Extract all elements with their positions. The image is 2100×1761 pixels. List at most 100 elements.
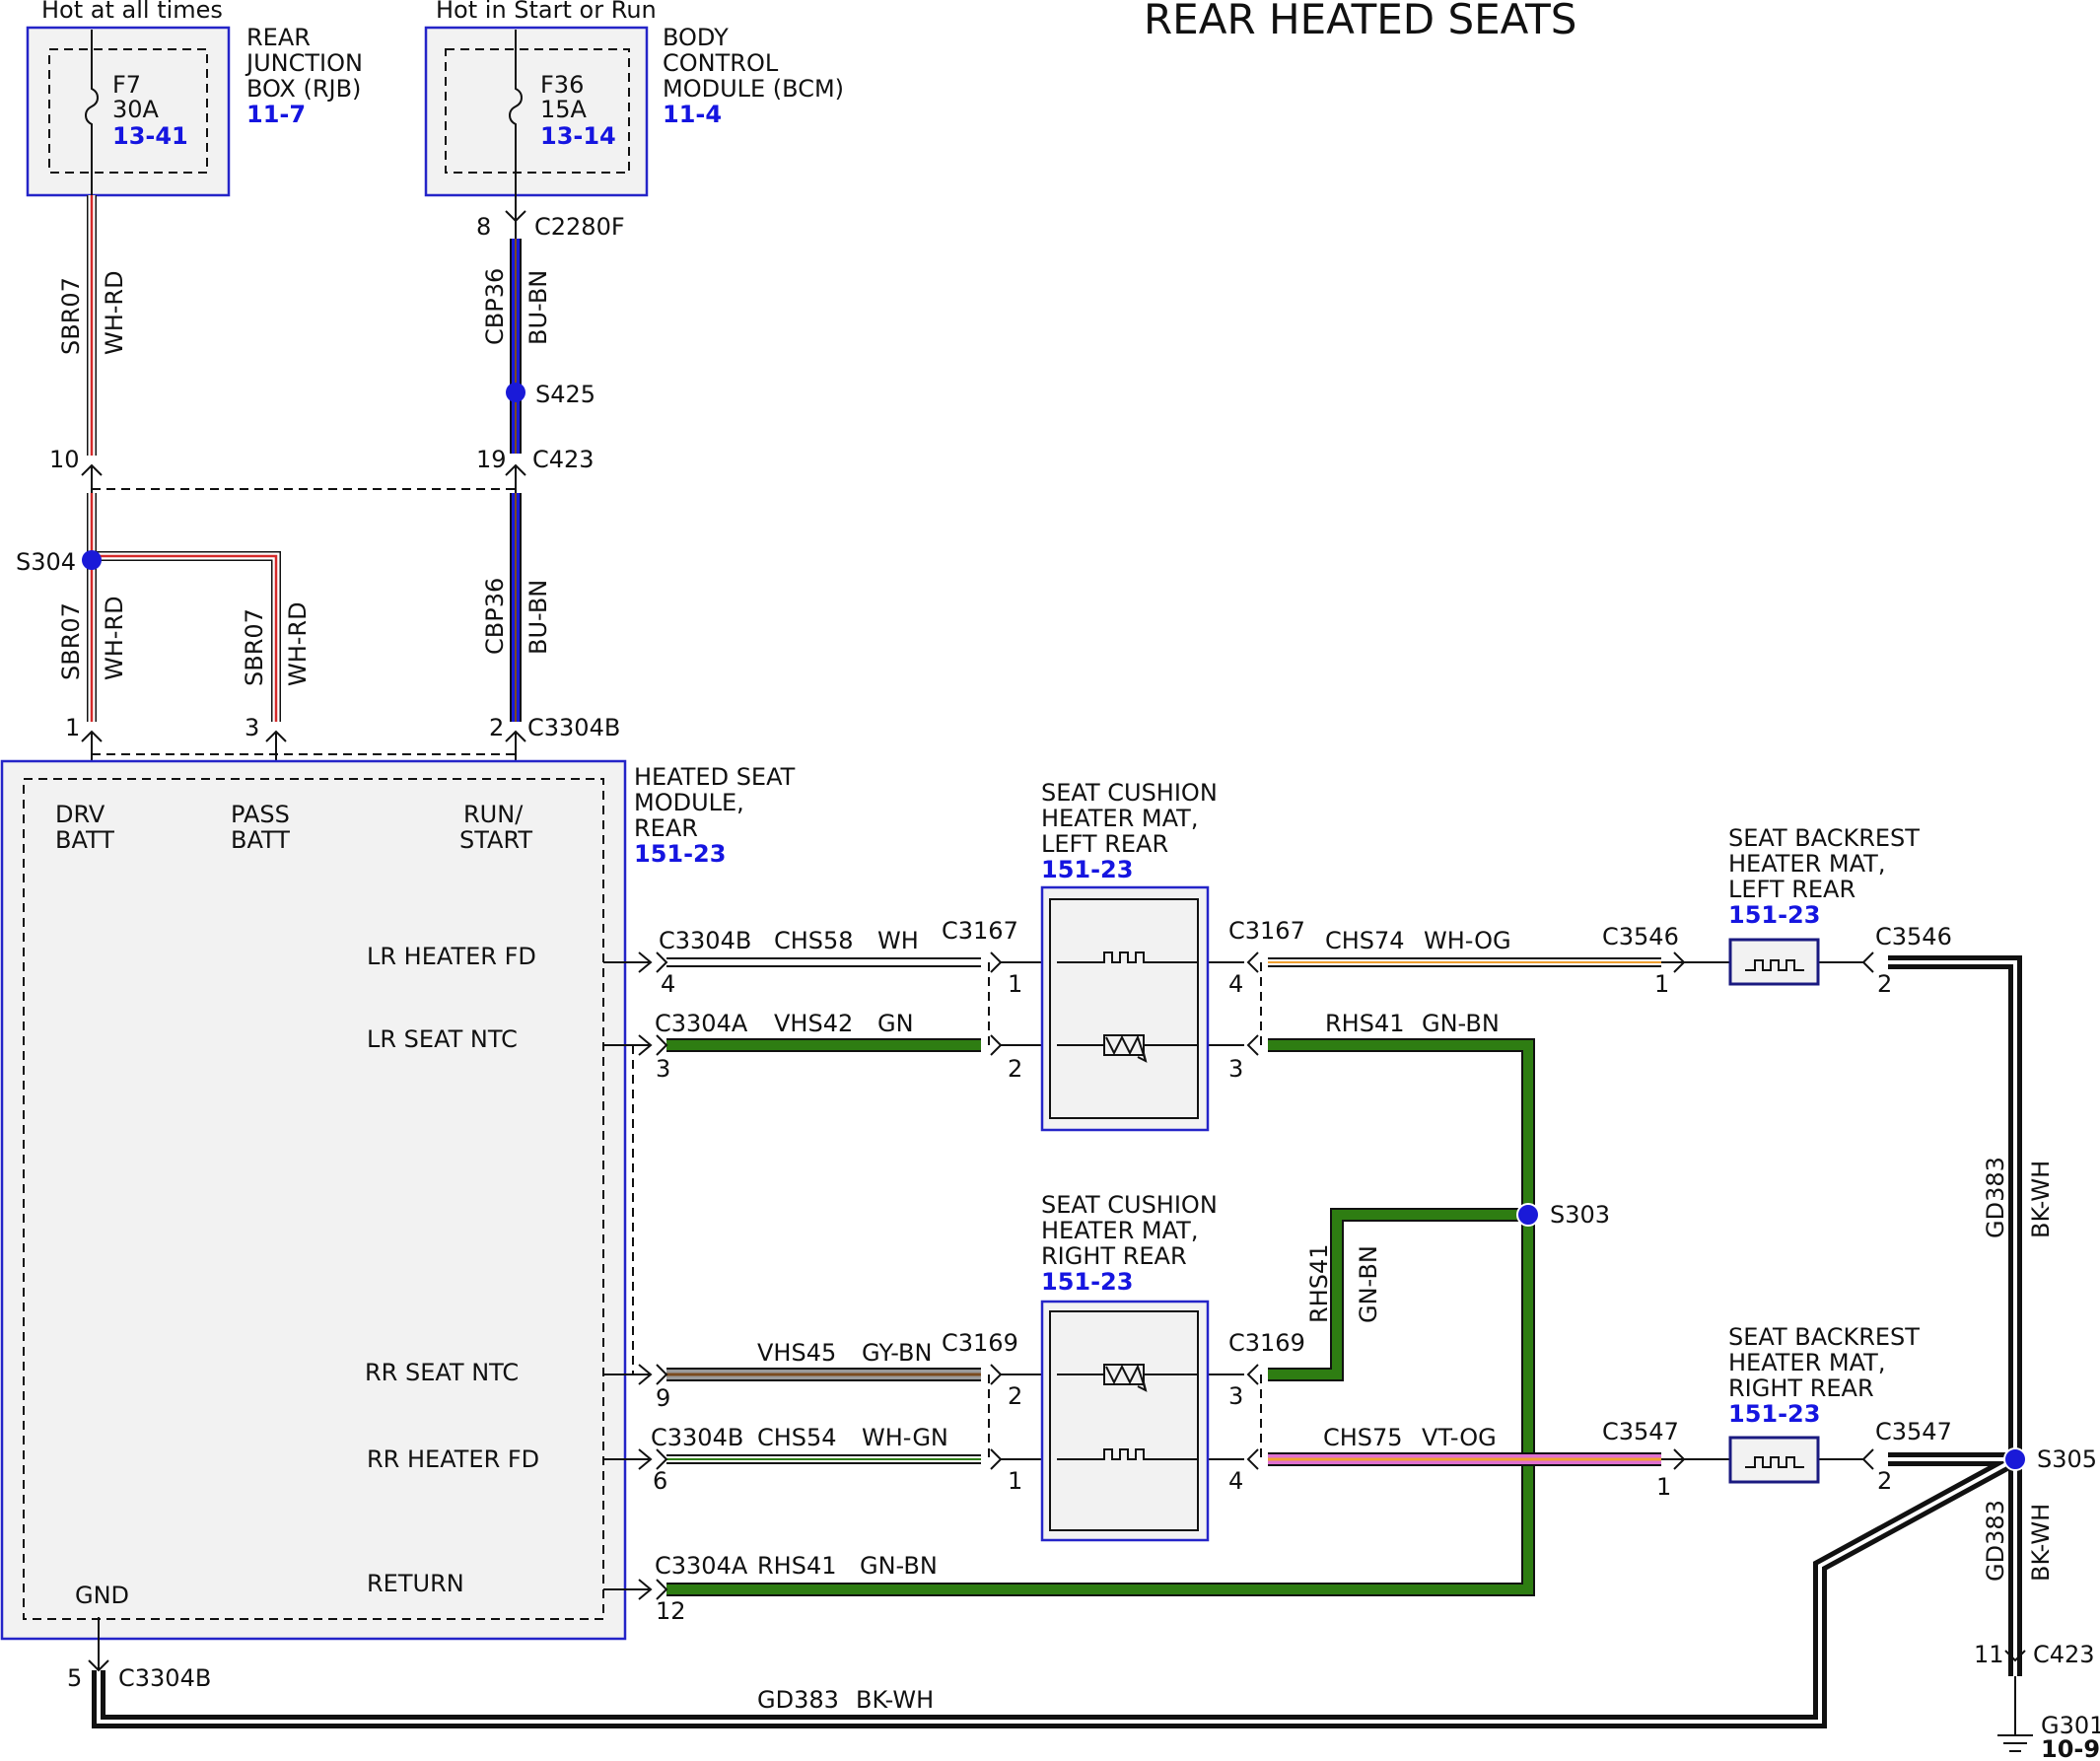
connector-c423-top: C423 [532, 446, 595, 473]
ground-g301-label: G301 [2041, 1712, 2100, 1739]
color-gn-bn-vertical: GN-BN [1355, 1245, 1382, 1323]
pin-label-lr-seat-ntc: LR SEAT NTC [367, 1025, 518, 1053]
seat-backrest-mat-right [1728, 1436, 1820, 1484]
pin-2-c3167: 2 [1008, 1055, 1022, 1083]
color-bk-wh-upper: BK-WH [2027, 1161, 2055, 1238]
circuit-gd383-lower: GD383 [1982, 1500, 2009, 1582]
pin-2-c3546: 2 [1877, 970, 1892, 998]
fuse-f7-label: F7 [112, 71, 141, 99]
pin-2-c3169: 2 [1008, 1382, 1022, 1410]
fuse-f7-amps: 30A [112, 96, 160, 123]
pin-label-rr-seat-ntc: RR SEAT NTC [365, 1359, 519, 1386]
circuit-sbr07-lower: SBR07 [57, 602, 85, 680]
circuit-sbr07-upper: SBR07 [57, 277, 85, 355]
backrest-left-name-2: HEATER MAT, [1728, 850, 1885, 878]
pin-4-c3169: 4 [1228, 1467, 1243, 1495]
heater-element-icon [1057, 1448, 1197, 1460]
cushion-right-name-2: HEATER MAT, [1041, 1217, 1198, 1244]
pin-3-pass: 3 [245, 714, 259, 741]
connector-c3167-left: C3167 [942, 917, 1018, 945]
pin-label-drv: DRV [55, 801, 105, 828]
backrest-right-name-3: RIGHT REAR [1728, 1374, 1874, 1402]
pin-1-c3546: 1 [1654, 970, 1669, 998]
ground-g301-icon [1997, 1676, 2033, 1752]
supply-hot-run: Hot in Start or Run [436, 0, 657, 24]
rjb-name-3: BOX (RJB) [246, 75, 361, 103]
splice-s303-icon [1516, 1203, 1540, 1227]
circuit-vhs45: VHS45 [757, 1339, 836, 1367]
diagram-title: REAR HEATED SEATS [1144, 0, 1576, 43]
pin-label-pass-batt: BATT [231, 826, 290, 854]
circuit-cbp36-upper: CBP36 [481, 268, 509, 345]
backrest-left-name-3: LEFT REAR [1728, 876, 1855, 903]
circuit-chs54: CHS54 [757, 1424, 837, 1451]
fuse-f36-ref: 13-14 [540, 122, 616, 150]
circuit-rhs41-vertical: RHS41 [1305, 1244, 1333, 1324]
ntc-thermistor-icon [1103, 1034, 1145, 1056]
splice-s425-label: S425 [535, 381, 595, 408]
supply-hot-all: Hot at all times [41, 0, 223, 24]
hsm-name-1: HEATED SEAT [634, 763, 796, 791]
color-wh-rd-upper: WH-RD [101, 270, 128, 355]
seat-backrest-mat-left [1728, 938, 1820, 986]
pin-1-drv: 1 [65, 714, 80, 741]
rjb-ref: 11-7 [246, 101, 306, 128]
cushion-right-name-3: RIGHT REAR [1041, 1242, 1187, 1270]
circuit-gd383-bottom: GD383 [757, 1686, 839, 1714]
pin-4-hsm: 4 [661, 970, 675, 998]
connector-c3304b-rr: C3304B [651, 1424, 743, 1451]
circuit-chs75: CHS75 [1323, 1424, 1403, 1451]
pin-2-run: 2 [489, 714, 504, 741]
pin-label-pass: PASS [231, 801, 290, 828]
fuse-f36-amps: 15A [540, 96, 588, 123]
pin-4-c3167: 4 [1228, 970, 1243, 998]
body-control-module: F36 15A 13-14 BODY CONTROL MODULE (BCM) … [424, 24, 844, 207]
connector-c3547-left: C3547 [1602, 1418, 1679, 1445]
seat-cushion-mat-right [1040, 1300, 1210, 1542]
connector-arrows-top [81, 207, 526, 779]
connector-c3169-right: C3169 [1228, 1329, 1305, 1357]
hsm-ref: 151-23 [634, 840, 726, 868]
circuit-chs58: CHS58 [774, 927, 854, 954]
splice-s425-icon [506, 383, 525, 402]
color-wh-og: WH-OG [1424, 927, 1511, 954]
rjb-name-2: JUNCTION [245, 49, 363, 77]
wire-rhs41 [666, 1038, 1535, 1596]
cushion-right-name-1: SEAT CUSHION [1041, 1191, 1218, 1219]
rear-junction-box: F7 30A 13-41 REAR JUNCTION BOX (RJB) 11-… [26, 24, 363, 197]
color-bu-bn-lower: BU-BN [525, 580, 552, 655]
pin-2-c3547: 2 [1877, 1467, 1892, 1495]
connector-c3169-left: C3169 [942, 1329, 1018, 1357]
heater-element-icon [1745, 1456, 1804, 1468]
connector-c3304a-lr: C3304A [655, 1010, 748, 1037]
connector-c3167-right: C3167 [1228, 917, 1305, 945]
connector-c2280f: C2280F [534, 213, 625, 241]
pin-label-gnd: GND [75, 1582, 129, 1609]
pin-1-c3547: 1 [1656, 1473, 1671, 1501]
fuse-f7-icon [85, 30, 99, 195]
connector-dashes-right [632, 962, 1262, 1459]
connector-c423-bottom: C423 [2033, 1641, 2095, 1668]
connector-c3547-right: C3547 [1875, 1418, 1952, 1445]
backrest-left-name-1: SEAT BACKREST [1728, 824, 1920, 852]
circuit-sbr07-pass: SBR07 [241, 608, 268, 686]
hsm-name-2: MODULE, [634, 789, 744, 816]
circuit-chs74: CHS74 [1325, 927, 1405, 954]
splice-s304-label: S304 [16, 548, 76, 576]
backrest-left-ref: 151-23 [1728, 901, 1820, 929]
pin-6-hsm: 6 [653, 1467, 667, 1495]
cushion-left-ref: 151-23 [1041, 856, 1133, 883]
bcm-name-3: MODULE (BCM) [663, 75, 844, 103]
color-gy-bn: GY-BN [862, 1339, 932, 1367]
bcm-ref: 11-4 [663, 101, 722, 128]
color-bk-wh-bottom: BK-WH [856, 1686, 934, 1714]
backrest-right-name-2: HEATER MAT, [1728, 1349, 1885, 1376]
pin-12-hsm: 12 [656, 1597, 686, 1625]
circuit-cbp36-lower: CBP36 [481, 578, 509, 655]
connector-c3304b-gnd: C3304B [118, 1664, 211, 1692]
pin-11-c423: 11 [1974, 1641, 2004, 1668]
pin-1-c3167: 1 [1008, 970, 1022, 998]
splice-s305-label: S305 [2037, 1445, 2097, 1473]
splice-s303-label: S303 [1550, 1201, 1610, 1229]
